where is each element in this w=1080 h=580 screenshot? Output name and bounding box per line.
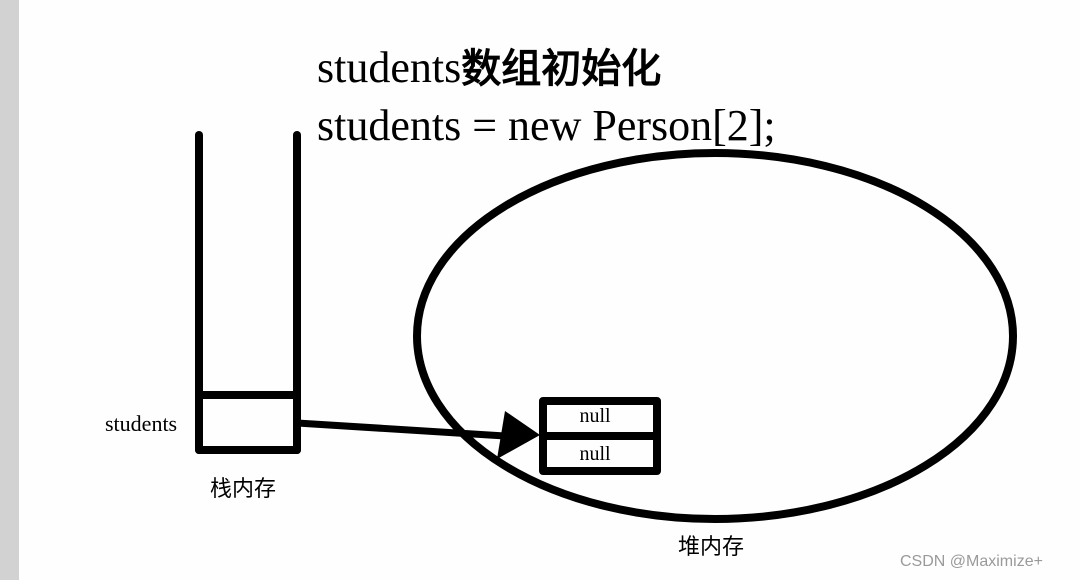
code-line: students = new Person[2]; (317, 101, 776, 150)
arrow-head-icon (497, 411, 540, 459)
heap-memory-label: 堆内存 (678, 534, 745, 559)
array-object (539, 397, 661, 475)
heap-memory-ellipse (413, 149, 1017, 523)
watermark: CSDN @Maximize+ (900, 553, 1043, 570)
reference-arrow (296, 411, 540, 459)
stack-memory-label: 栈内存 (210, 476, 277, 501)
title-line-1: students数组初始化 (317, 46, 661, 90)
stack-memory (195, 131, 301, 454)
array-cell-0: null (579, 405, 611, 427)
arrow-shaft (296, 419, 506, 440)
stack-variable-label: students (105, 411, 178, 436)
title-latin: students (317, 43, 462, 92)
left-gutter (0, 0, 19, 580)
array-cell-1: null (579, 443, 611, 465)
title-cjk: 数组初始化 (461, 46, 662, 92)
